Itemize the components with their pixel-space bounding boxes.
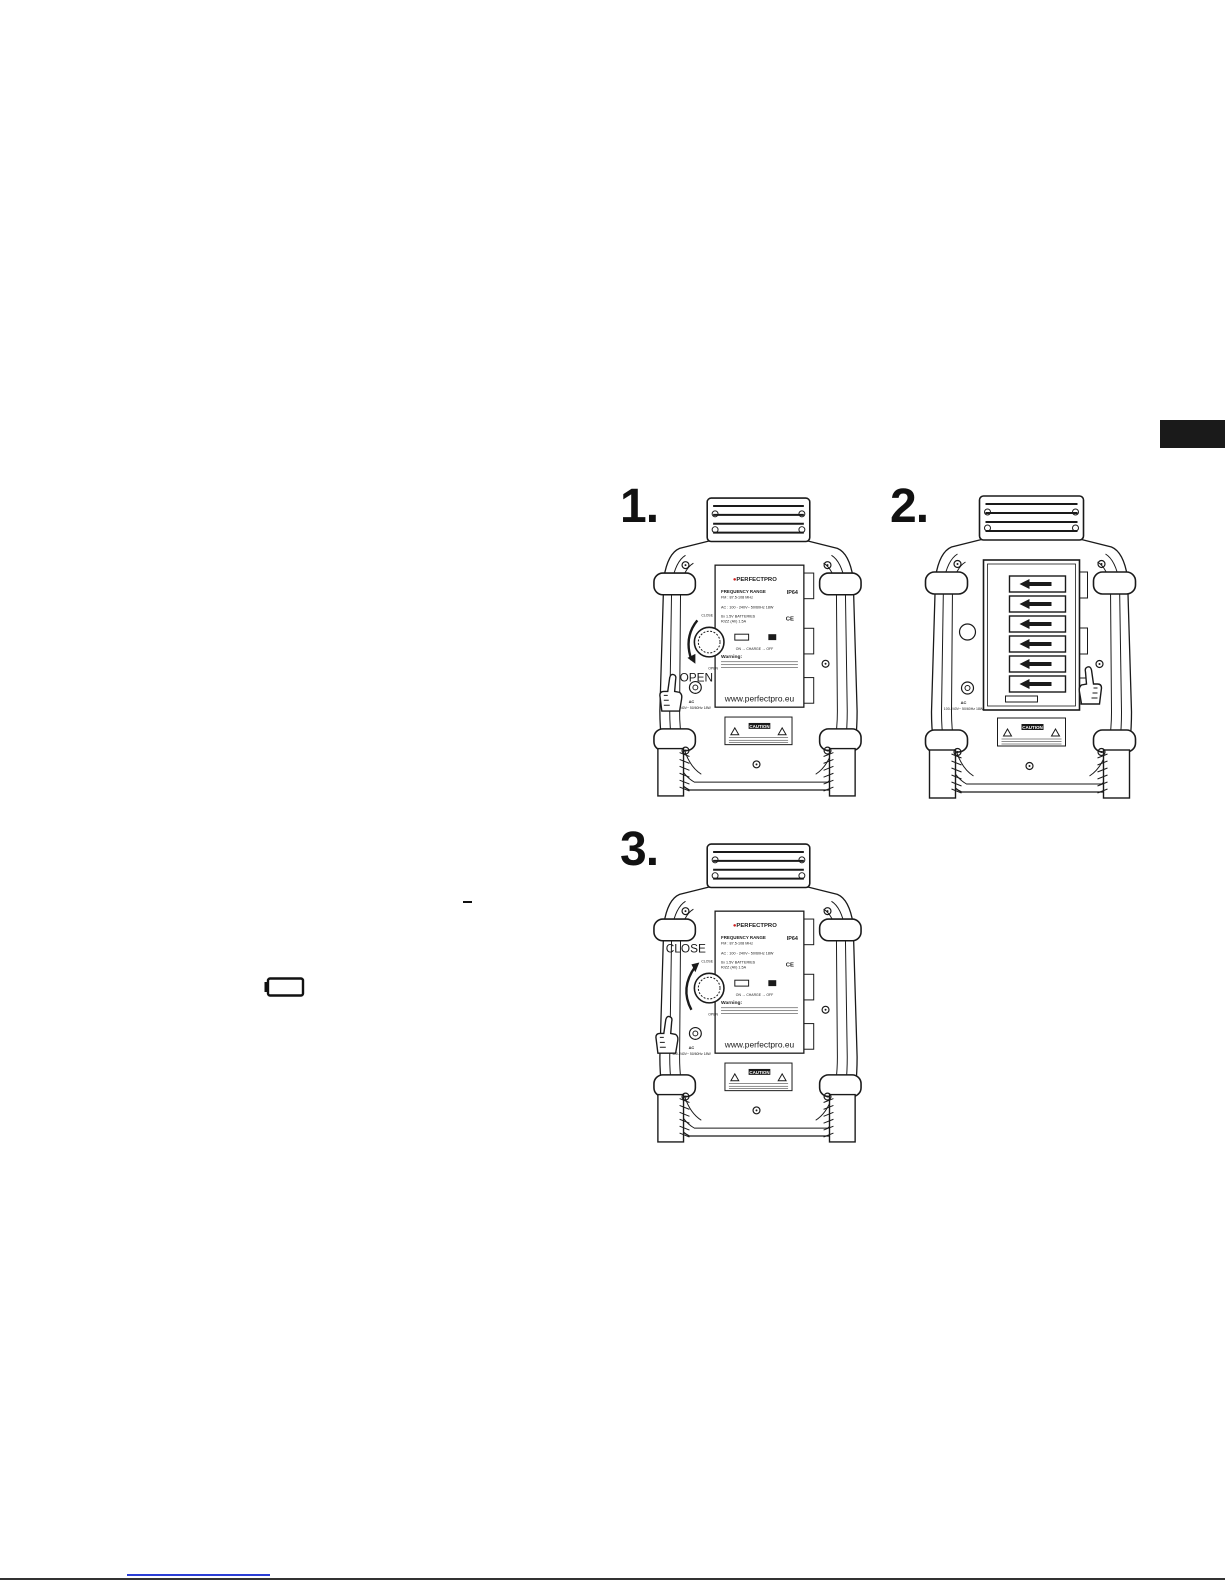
ac-spec: AC : 100 - 240V~ 50/60Hz 18W <box>721 606 774 610</box>
caution-label: CAUTION <box>1022 725 1043 730</box>
switch-line: ON → CHARGE → OFF <box>736 647 773 651</box>
frequency-title: FREQUENCY RANGE <box>721 935 766 940</box>
figure-step-1-open-cover: AC 100-240V~ 50/60Hz 18W CAUTION ●PERFECTPR… <box>650 492 865 804</box>
frequency-title: FREQUENCY RANGE <box>721 589 766 594</box>
knob-open-mark: OPEN <box>708 667 718 671</box>
step-3-label: 3. <box>620 823 659 876</box>
brand-logo: ●PERFECTPRO <box>733 577 777 583</box>
handle <box>706 843 811 889</box>
rotation-arrow-icon <box>685 965 697 1011</box>
caution-label: CAUTION <box>749 1070 769 1075</box>
brand-logo: ●PERFECTPRO <box>733 923 777 929</box>
ac-input-label: AC <box>961 700 967 705</box>
rotation-arrow-icon <box>687 619 699 661</box>
switch-line: ON → CHARGE → OFF <box>736 993 773 997</box>
footer-rule <box>0 1578 1225 1580</box>
ac-input-spec: 100-240V~ 50/60Hz 18W <box>672 1052 711 1056</box>
ac-input-label: AC <box>689 1045 695 1050</box>
language-tab <box>1160 420 1225 448</box>
step-2-label: 2. <box>890 480 929 533</box>
ip-rating: IP64 <box>787 590 798 596</box>
knob-open-mark: OPEN <box>708 1013 718 1017</box>
website-url: www.perfectpro.eu <box>724 1039 795 1049</box>
pointing-hand-icon <box>655 1015 679 1054</box>
ac-spec: AC : 100 - 240V~ 50/60Hz 18W <box>721 952 774 956</box>
handle <box>706 497 811 543</box>
ac-input-spec: 100-240V~ 50/60Hz 18W <box>944 707 984 711</box>
warning-label: Warning: <box>721 654 743 660</box>
battery-cell <box>1008 595 1067 613</box>
step-1-instruction: OPEN <box>680 671 714 685</box>
battery-spec-2: R/ZZ (Ah) 1.5A <box>721 965 747 969</box>
battery-cell <box>1008 635 1067 653</box>
battery-cover <box>714 564 805 708</box>
handle <box>978 495 1085 541</box>
battery-cell <box>1008 675 1067 693</box>
ip-rating: IP64 <box>787 936 798 942</box>
ce-mark: CE <box>786 616 794 622</box>
knob-close-mark: CLOSE <box>701 613 713 617</box>
step-1-label: 1. <box>620 480 659 533</box>
battery-cover <box>714 910 805 1054</box>
pointing-hand-icon <box>1078 666 1103 705</box>
battery-cell <box>1008 575 1067 593</box>
dash-mark <box>463 901 472 903</box>
battery-spec-2: R/ZZ (Ah) 1.5A <box>721 619 747 623</box>
battery-spec: 6x 1.5V BATTERIES <box>721 614 756 618</box>
frequency-value: FM : 87.5-108 MHz <box>721 942 753 946</box>
knob-close-mark: CLOSE <box>701 959 713 963</box>
battery-cell <box>1008 615 1067 633</box>
ce-mark: CE <box>786 962 794 968</box>
battery-icon <box>264 977 305 997</box>
figure-step-2-insert-batteries: AC 100-240V~ 50/60Hz 18W CAUTION <box>918 492 1143 804</box>
frequency-value: FM : 87.5-108 MHz <box>721 596 753 600</box>
footer-link-underline[interactable] <box>127 1574 270 1576</box>
website-url: www.perfectpro.eu <box>724 693 795 703</box>
caution-label: CAUTION <box>749 724 769 729</box>
ac-input-spec: 100-240V~ 50/60Hz 18W <box>672 706 711 710</box>
pointing-hand-icon <box>659 673 683 712</box>
ac-input-label: AC <box>689 699 695 704</box>
figure-step-3-close-cover: AC 100-240V~ 50/60Hz 18W CAUTION ●PERFECTPR… <box>650 838 865 1150</box>
battery-cell <box>1008 655 1067 673</box>
battery-spec: 6x 1.5V BATTERIES <box>721 960 756 964</box>
step-3-instruction: CLOSE <box>666 942 706 956</box>
warning-label: Warning: <box>721 1000 743 1006</box>
